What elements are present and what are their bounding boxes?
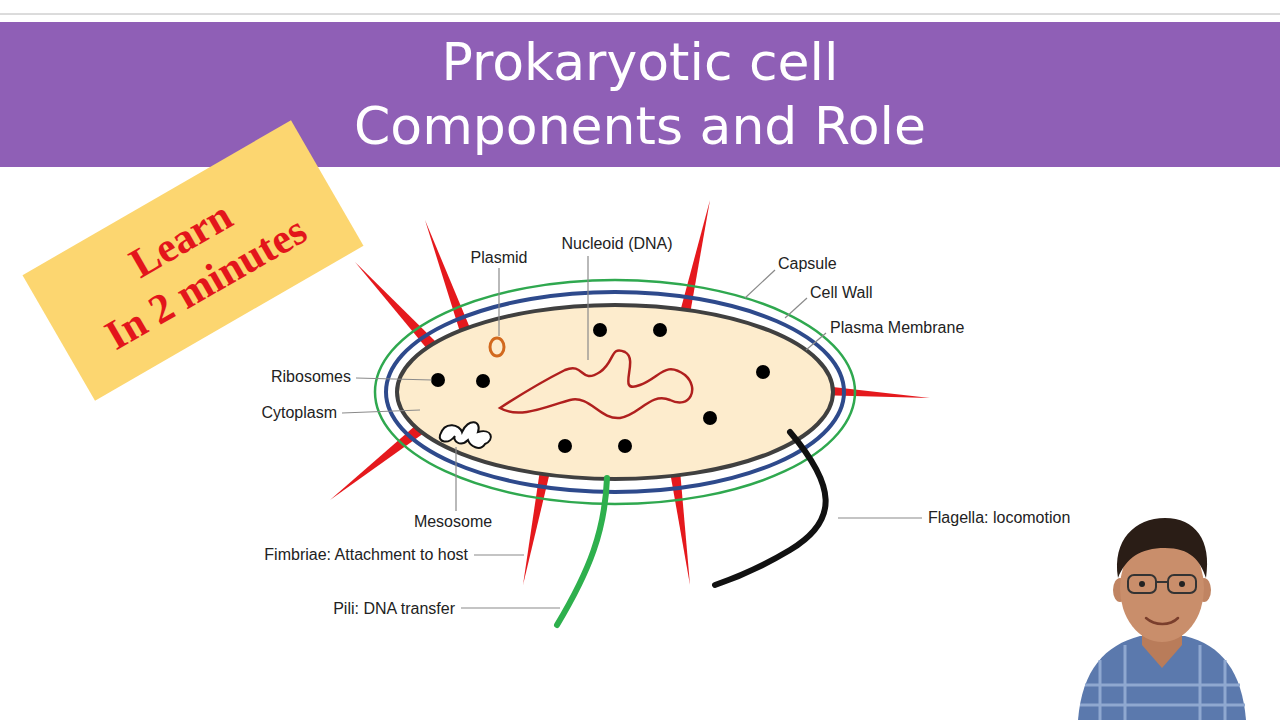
nucleoid-dna: [500, 350, 692, 418]
cell-wall-layer: [386, 292, 844, 492]
mesosome-fold: [440, 422, 491, 448]
leader-line: [785, 298, 807, 318]
leader-line: [498, 268, 499, 336]
title-text: Prokaryotic cell Components and Role: [320, 30, 960, 158]
part-label: Mesosome: [414, 512, 492, 532]
plasmid-ring: [490, 338, 504, 356]
presenter-smile: [1146, 618, 1178, 624]
top-rule: [0, 14, 1280, 15]
presenter-glasses: [1128, 575, 1156, 593]
pilus: [557, 478, 607, 625]
title-band: [0, 22, 1280, 167]
part-label: Pili: DNA transfer: [333, 599, 455, 619]
leader-line: [745, 270, 775, 298]
ribosome: [653, 323, 667, 337]
leader-line: [806, 333, 826, 350]
ribosome: [476, 374, 490, 388]
leader-line: [342, 410, 420, 413]
leader-line: [455, 447, 456, 511]
presenter-eye: [1139, 581, 1145, 587]
ribosome: [431, 373, 445, 387]
part-label: Plasma Membrane: [830, 318, 964, 338]
leader-line: [356, 378, 432, 380]
part-label: Cytoplasm: [261, 403, 337, 423]
part-label: Ribosomes: [271, 367, 351, 387]
presenter-glasses: [1156, 581, 1168, 583]
part-label: Capsule: [778, 254, 837, 274]
capsule-layer: [375, 280, 855, 504]
leader-line: [838, 517, 922, 518]
part-label: Fimbriae: Attachment to host: [264, 545, 468, 565]
ribosome: [618, 439, 632, 453]
ribosome: [756, 365, 770, 379]
plasma-membrane: [397, 305, 833, 479]
presenter-hair: [1117, 518, 1207, 578]
part-label: Flagella: locomotion: [928, 508, 1070, 528]
part-label: Nucleoid (DNA): [561, 234, 672, 254]
leader-line: [587, 256, 588, 360]
presenter-eye: [1179, 581, 1185, 587]
ribosome: [558, 439, 572, 453]
part-label: Plasmid: [471, 248, 528, 268]
ribosome: [593, 323, 607, 337]
part-label: Cell Wall: [810, 283, 873, 303]
ribosome: [703, 411, 717, 425]
flagellum: [715, 432, 826, 585]
leader-line: [474, 554, 524, 555]
leader-line: [461, 607, 560, 608]
presenter-glasses: [1168, 575, 1196, 593]
